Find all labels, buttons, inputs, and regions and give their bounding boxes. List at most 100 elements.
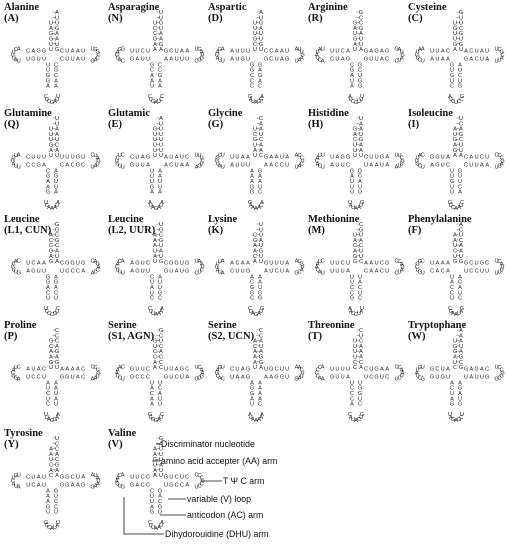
nucleotide: A <box>49 148 53 154</box>
nucleotide: U <box>55 42 59 48</box>
nucleotide: A <box>159 116 163 122</box>
nucleotide: G <box>246 374 250 380</box>
nucleotide: A <box>259 26 263 32</box>
nucleotide: U <box>26 374 30 380</box>
nucleotide: U <box>459 15 463 21</box>
nucleotide: G <box>150 510 154 516</box>
nucleotide: U <box>180 474 184 480</box>
nucleotide: A <box>26 268 30 274</box>
nucleotide: C <box>316 367 320 373</box>
nucleotide: G <box>464 260 468 266</box>
nucleotide: C <box>359 222 363 228</box>
nucleotide: A <box>153 254 157 260</box>
nucleotide: C <box>450 84 454 90</box>
nucleotide: G <box>353 259 357 265</box>
trna-label-ser2: Serine(S2, UCN) <box>208 320 254 342</box>
nucleotide: U <box>54 184 58 190</box>
nucleotide: G <box>130 162 134 168</box>
trna-code: (F) <box>408 225 422 236</box>
nucleotide: U <box>96 367 100 373</box>
nucleotide: C <box>318 164 322 170</box>
nucleotide: C <box>359 21 363 27</box>
nucleotide: G <box>246 366 250 372</box>
nucleotide: A <box>146 162 150 168</box>
nucleotide: U <box>49 137 53 143</box>
nucleotide: G <box>121 484 125 490</box>
nucleotide: U <box>221 58 225 64</box>
nucleotide: A <box>449 415 453 421</box>
nucleotide: U <box>330 154 334 160</box>
nucleotide: C <box>441 268 445 274</box>
nucleotide: A <box>221 270 225 276</box>
nucleotide: A <box>158 78 162 84</box>
nucleotide: A <box>257 311 261 317</box>
nucleotide: A <box>259 339 263 345</box>
nucleotide: C <box>17 258 21 264</box>
nucleotide: A <box>254 100 258 106</box>
nucleotide: A <box>47 205 51 211</box>
nucleotide: U <box>246 162 250 168</box>
nucleotide: G <box>121 46 125 52</box>
nucleotide: A <box>175 268 179 274</box>
nucleotide: C <box>497 376 501 382</box>
nucleotide: U <box>159 153 163 159</box>
nucleotide: U <box>153 137 157 143</box>
nucleotide: C <box>44 94 48 100</box>
nucleotide: G <box>11 264 15 270</box>
nucleotide: U <box>397 164 401 170</box>
nucleotide: A <box>400 267 404 273</box>
nucleotide: C <box>259 328 263 334</box>
nucleotide: C <box>458 296 462 302</box>
nucleotide: A <box>71 366 75 372</box>
nucleotide: C <box>60 56 64 62</box>
nucleotide: A <box>353 42 357 48</box>
nucleotide: A <box>37 482 41 488</box>
nucleotide: A <box>450 380 454 386</box>
nucleotide: G <box>441 374 445 380</box>
nucleotide: U <box>453 21 457 27</box>
nucleotide: A <box>358 179 362 185</box>
nucleotide: U <box>459 37 463 43</box>
nucleotide: A <box>153 47 157 53</box>
nucleotide: A <box>150 396 154 402</box>
nucleotide: G <box>400 264 404 270</box>
trna-label-leu1: Leucine(L1, CUN) <box>4 214 51 236</box>
nucleotide: G <box>65 260 69 266</box>
nucleotide: A <box>359 349 363 355</box>
nucleotide: U <box>457 311 461 317</box>
nucleotide: G <box>194 376 198 382</box>
nucleotide: U <box>14 153 18 159</box>
nucleotide: U <box>153 463 157 469</box>
nucleotide: A <box>26 366 30 372</box>
nucleotide: A <box>254 206 258 212</box>
nucleotide: G <box>459 259 463 265</box>
nucleotide: U <box>285 374 289 380</box>
nucleotide: U <box>453 339 457 345</box>
nucleotide: C <box>71 162 75 168</box>
nucleotide: U <box>153 132 157 138</box>
nucleotide: G <box>60 474 64 480</box>
nucleotide: U <box>358 73 362 79</box>
nucleotide: A <box>91 270 95 276</box>
nucleotide: U <box>215 52 219 58</box>
nucleotide: U <box>31 154 35 160</box>
nucleotide: G <box>460 94 464 100</box>
nucleotide: C <box>146 366 150 372</box>
nucleotide: A <box>264 374 268 380</box>
nucleotide: C <box>194 270 198 276</box>
nucleotide: C <box>197 484 201 490</box>
nucleotide: U <box>159 339 163 345</box>
nucleotide: U <box>60 154 64 160</box>
nucleotide: G <box>457 417 461 423</box>
nucleotide: U <box>475 154 479 160</box>
nucleotide: A <box>385 366 389 372</box>
nucleotide: C <box>453 249 457 255</box>
nucleotide: U <box>42 154 46 160</box>
nucleotide: G <box>130 56 134 62</box>
nucleotide: C <box>200 475 204 481</box>
nucleotide: C <box>26 162 30 168</box>
nucleotide: U <box>416 155 420 161</box>
nucleotide: C <box>351 311 355 317</box>
